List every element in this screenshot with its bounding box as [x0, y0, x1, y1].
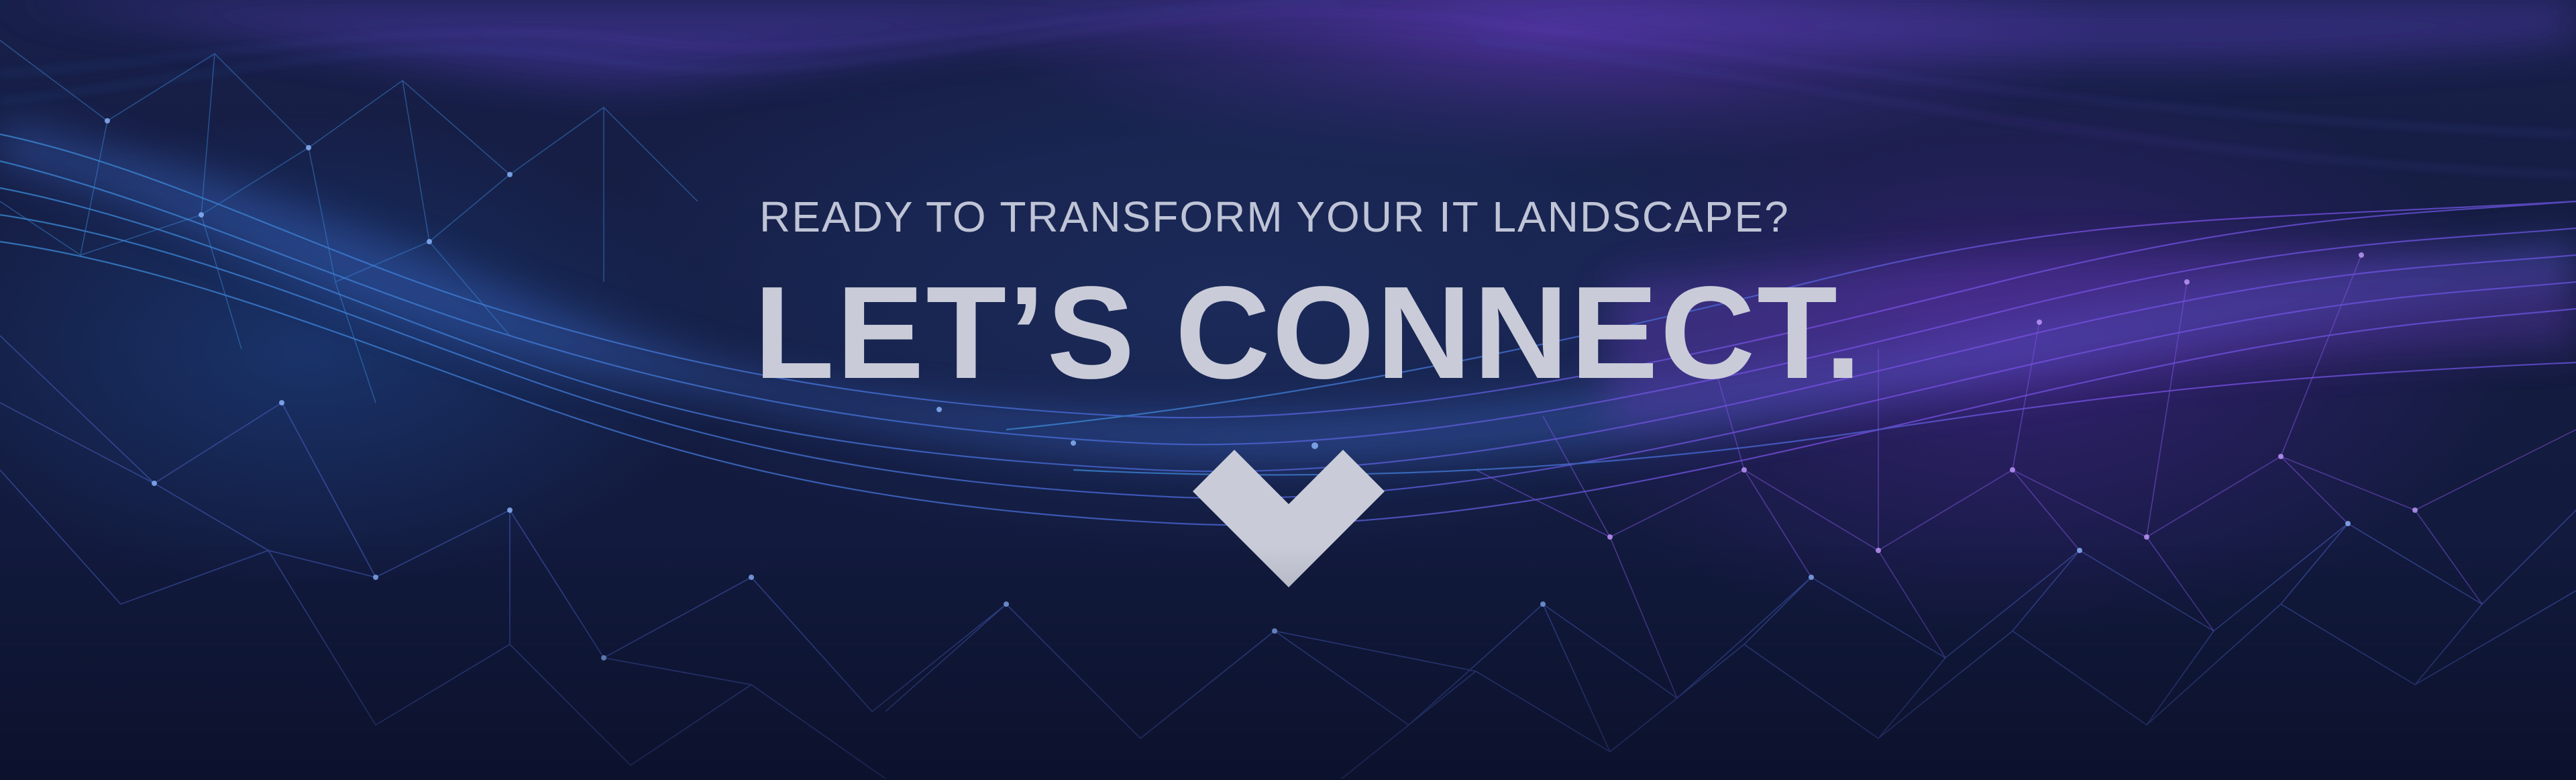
eyebrow-text: READY TO TRANSFORM YOUR IT LANDSCAPE?	[759, 193, 1790, 241]
headline: LET’S CONNECT.	[754, 259, 1864, 406]
chevron-down-icon[interactable]	[1193, 450, 1385, 597]
